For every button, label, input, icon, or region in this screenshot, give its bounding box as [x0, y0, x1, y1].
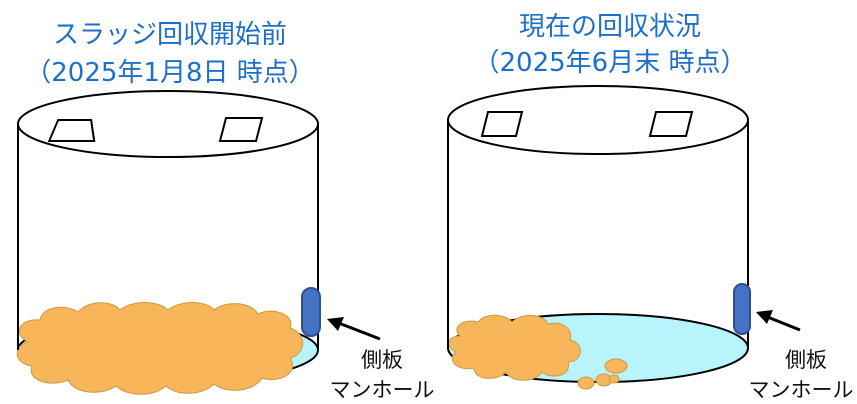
right-manhole-label-line1: 側板 — [785, 348, 827, 372]
right-tank — [447, 85, 801, 390]
left-roof-hatch-1 — [47, 119, 96, 142]
right-title-line2: （2025年6月末 時点） — [473, 48, 747, 78]
right-sludge-main — [448, 314, 581, 381]
right-sludge-blob-3 — [577, 376, 595, 390]
left-sludge — [16, 302, 304, 395]
right-roof-hatch-2 — [648, 111, 694, 137]
left-roof-hatch-2 — [218, 117, 264, 142]
left-tank — [16, 90, 381, 395]
left-side-manhole — [301, 287, 321, 337]
right-sludge-blob-4 — [608, 374, 620, 384]
left-title-line2: （2025年1月8日 時点） — [25, 58, 315, 88]
left-manhole-label-line2: マンホール — [329, 378, 435, 402]
right-sludge-blob-1 — [604, 358, 628, 374]
right-manhole-label-line2: マンホール — [748, 378, 854, 402]
right-title-line1: 現在の回収状況 — [518, 12, 701, 42]
left-title-line1: スラッジ回収開始前 — [52, 20, 287, 50]
right-side-manhole — [733, 283, 751, 335]
left-manhole-label-line1: 側板 — [361, 348, 403, 372]
right-roof-hatch-1 — [480, 111, 524, 137]
